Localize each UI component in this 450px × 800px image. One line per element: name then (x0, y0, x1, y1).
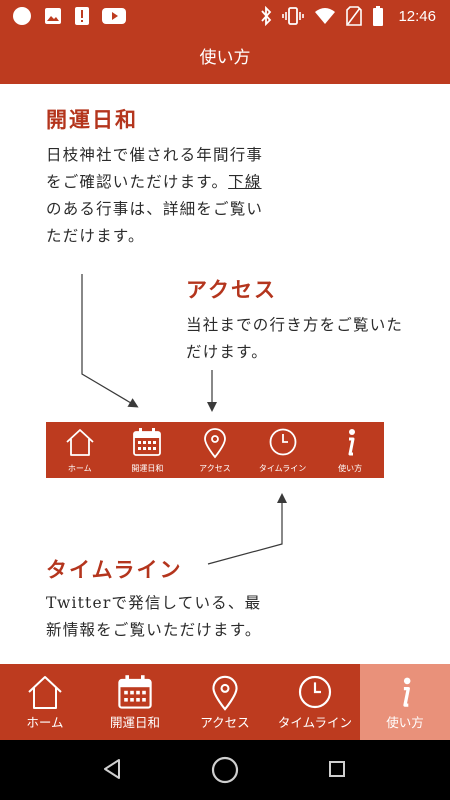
kaiun-line-2: をご確認いただけます。下線 (46, 169, 263, 196)
nav-label-info: 使い方 (386, 715, 424, 730)
home-icon (28, 676, 62, 709)
nav-label-access: アクセス (200, 715, 250, 730)
timeline-description: Twitterで発信している、最 新情報をご覧いただけます。 (46, 590, 262, 644)
location-pin-icon (204, 428, 226, 459)
nav-calendar[interactable]: 開運日和 (90, 664, 180, 740)
demo-item-home: ホーム (46, 422, 114, 478)
youtube-icon (102, 8, 126, 24)
demo-label-timeline: タイムライン (258, 464, 307, 473)
nav-illustration: ホーム 開運日和 アクセス タイムライン 使い方 (46, 422, 384, 478)
demo-label-home: ホーム (67, 464, 92, 473)
demo-label-info: 使い方 (338, 464, 363, 473)
timeline-line-1: Twitterで発信している、最 (46, 594, 262, 612)
nav-label-timeline: タイムライン (277, 715, 353, 730)
demo-item-access: アクセス (181, 422, 249, 478)
access-line-2: だけます。 (186, 343, 268, 361)
kaiun-line-2-text: をご確認いただけます。 (46, 173, 229, 191)
pointer-arrows (81, 274, 287, 565)
bluetooth-icon (261, 6, 272, 26)
kaiun-heading: 開運日和 (46, 107, 138, 132)
back-icon[interactable] (102, 758, 122, 780)
calendar-icon (118, 675, 152, 709)
nav-access[interactable]: アクセス (180, 664, 270, 740)
recents-icon[interactable] (328, 760, 346, 778)
nav-info[interactable]: 使い方 (360, 664, 450, 740)
calendar-icon (133, 428, 162, 456)
status-bar: 12:46 (0, 0, 450, 32)
page-title: 使い方 (199, 48, 251, 68)
underline-word: 下線 (228, 173, 262, 191)
alert-icon (75, 7, 89, 25)
kaiun-line-4: ただけます。 (46, 227, 145, 245)
demo-item-timeline: タイムライン (249, 422, 317, 478)
nav-label-home: ホーム (26, 715, 64, 730)
app-bar: 使い方 (0, 32, 450, 84)
demo-item-info: 使い方 (316, 422, 384, 478)
nav-timeline[interactable]: タイムライン (270, 664, 360, 740)
timeline-line-2: 新情報をご覧いただけます。 (46, 621, 262, 639)
home-circle-icon[interactable] (210, 755, 240, 785)
access-description: 当社までの行き方をご覧いた だけます。 (186, 312, 403, 366)
help-content: 開運日和 日枝神社で催される年間行事 をご確認いただけます。下線 のある行事は、… (0, 84, 450, 664)
battery-icon (373, 6, 384, 26)
kaiun-description: 日枝神社で催される年間行事 をご確認いただけます。下線 のある行事は、詳細をご覧… (46, 142, 263, 250)
demo-label-access: アクセス (199, 464, 231, 473)
clock-icon (298, 675, 332, 709)
image-icon (45, 8, 61, 24)
wifi-icon (315, 8, 336, 24)
clock-icon (269, 428, 296, 456)
info-icon (403, 677, 411, 707)
nav-label-calendar: 開運日和 (109, 715, 160, 730)
system-nav-bar (0, 740, 450, 800)
demo-item-calendar: 開運日和 (114, 422, 182, 478)
no-sim-icon (346, 6, 363, 26)
nav-home[interactable]: ホーム (0, 664, 90, 740)
vibrate-icon (282, 7, 305, 25)
demo-label-calendar: 開運日和 (131, 464, 164, 473)
info-icon (348, 429, 356, 456)
arrow-timeline (207, 493, 287, 565)
home-icon (66, 429, 94, 456)
status-time: 12:46 (398, 7, 436, 25)
timeline-heading: タイムライン (46, 557, 183, 582)
kaiun-line-1: 日枝神社で催される年間行事 (46, 146, 264, 164)
location-pin-icon (212, 675, 238, 711)
bottom-nav: ホーム 開運日和 アクセス タイムライン 使い方 (0, 664, 450, 740)
circle-icon (13, 7, 31, 25)
arrow-kaiun (81, 274, 139, 408)
kaiun-line-3: のある行事は、詳細をご覧い (46, 200, 264, 218)
access-line-1: 当社までの行き方をご覧いた (186, 316, 404, 334)
access-heading: アクセス (186, 277, 277, 302)
